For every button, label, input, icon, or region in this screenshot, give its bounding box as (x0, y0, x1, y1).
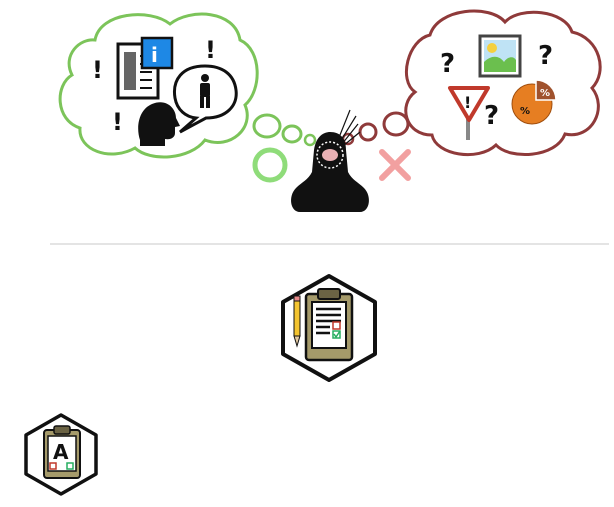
right-trail-bubble-large (382, 111, 410, 137)
exclamation-mark-2: ! (205, 36, 216, 64)
info-icon-letter: i (151, 43, 158, 67)
clipboard-letter-icon: A (43, 425, 81, 479)
document-icon (116, 42, 160, 100)
clipboard-checklist-icon (304, 288, 354, 362)
warning-sign-mark: ! (464, 93, 471, 112)
pie-chart-label-1: % (540, 88, 550, 99)
question-mark-3: ? (484, 101, 499, 131)
exclamation-mark-3: ! (112, 108, 123, 136)
thinking-person-icon (291, 109, 369, 212)
pie-chart-icon: % % (511, 79, 557, 125)
warning-sign-icon: ! (448, 86, 490, 140)
pie-chart-label-2: % (520, 106, 530, 117)
right-cloud-outline (404, 9, 602, 157)
left-trail-bubble-medium (281, 124, 303, 144)
correct-circle-icon (252, 147, 288, 183)
brain-icon (322, 149, 338, 161)
question-mark-1: ? (440, 49, 455, 79)
question-mark-2: ? (538, 41, 553, 71)
speech-bubble-icon (172, 64, 238, 134)
spark-lines-icon (337, 109, 361, 147)
picture-icon (478, 34, 522, 78)
clipboard-letter-badge[interactable]: A (24, 413, 98, 496)
right-thought-cloud: ? ? ? ! % % (341, 9, 602, 157)
center-figure (252, 109, 411, 212)
wrong-cross-icon (379, 149, 411, 181)
clipboard-checklist-badge[interactable] (281, 274, 377, 382)
right-trail-bubble-medium (358, 122, 378, 142)
info-icon: i (140, 36, 174, 70)
left-trail-bubble-small (303, 133, 317, 147)
person-silhouette-icon (200, 74, 210, 108)
clipboard-letter: A (53, 440, 69, 464)
exclamation-mark-1: ! (92, 56, 103, 84)
left-trail-bubble-large (252, 113, 282, 139)
pencil-icon (293, 295, 301, 348)
speaking-head-icon (138, 102, 180, 146)
left-thought-cloud: ! ! ! i (58, 12, 317, 159)
